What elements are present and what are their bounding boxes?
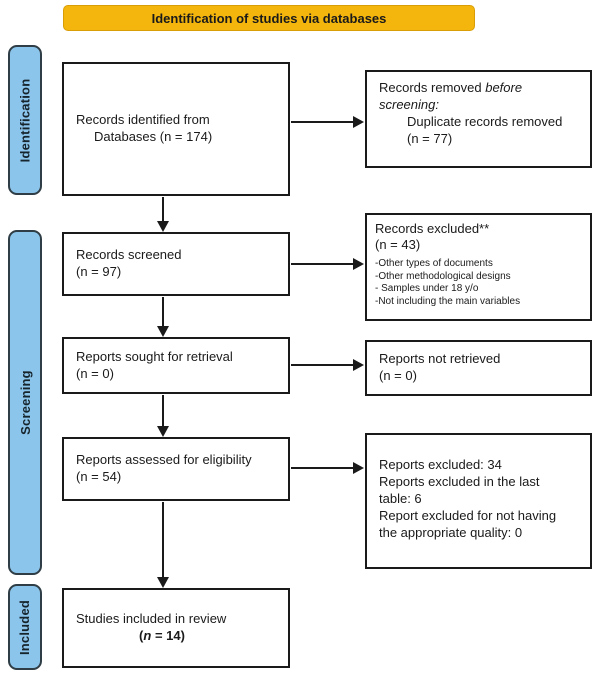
records-screened-line1: Records screened [76, 247, 182, 263]
box-studies-included: Studies included in review (n = 14) [62, 588, 290, 668]
reports-not-retrieved-line2: (n = 0) [379, 368, 417, 383]
arrowhead-sought-to-not-retrieved [353, 359, 364, 371]
records-removed-line3: (n = 77) [407, 130, 453, 146]
arrow-assessed-to-excluded-detail [291, 467, 354, 469]
records-removed-line2: Duplicate records removed [407, 113, 563, 129]
box-records-excluded: Records excluded** (n = 43) -Other types… [365, 213, 592, 321]
reports-excluded-detail-line: table: 6 [379, 490, 422, 506]
records-excluded-reason: -Not including the main variables [375, 295, 521, 307]
box-records-identified: Records identified from Databases (n = 1… [62, 62, 290, 196]
box-reports-assessed: Reports assessed for eligibility (n = 54… [62, 437, 290, 501]
records-excluded-reason: -Other types of documents [375, 258, 493, 270]
records-excluded-line2: (n = 43) [375, 236, 421, 252]
records-removed-italic: before screening: [379, 80, 523, 112]
records-excluded-reason: -Other methodological designs [375, 270, 511, 282]
box-reports-excluded-detail: Reports excluded: 34 Reports excluded in… [365, 433, 592, 569]
arrow-identified-to-removed [291, 121, 354, 123]
reports-sought-line1: Reports sought for retrieval [76, 348, 233, 364]
reports-assessed-line1: Reports assessed for eligibility [76, 452, 252, 468]
reports-excluded-detail-line: Reports excluded: 34 [379, 457, 502, 472]
arrowhead-assessed-to-excluded-detail [353, 462, 364, 474]
studies-included-line1: Studies included in review [76, 611, 227, 627]
arrowhead-screened-to-excluded [353, 258, 364, 270]
phase-screening: Screening [8, 230, 42, 575]
reports-excluded-detail-line: Report excluded for not having [379, 507, 557, 523]
records-removed-line1: Records removed before screening: [379, 80, 523, 112]
phase-identification: Identification [8, 45, 42, 195]
phase-screening-label: Screening [17, 370, 33, 435]
arrow-sought-to-assessed [162, 395, 164, 428]
phase-included-label: Included [17, 599, 33, 655]
records-screened-line2: (n = 97) [76, 264, 122, 279]
records-excluded-reason: - Samples under 18 y/o [375, 283, 479, 295]
records-identified-line2: Databases (n = 174) [94, 129, 213, 144]
arrowhead-identified-to-screened [157, 221, 169, 232]
phase-identification-label: Identification [17, 78, 33, 162]
arrowhead-assessed-to-included [157, 577, 169, 588]
arrow-screened-to-sought [162, 297, 164, 328]
arrowhead-identified-to-removed [353, 116, 364, 128]
arrow-identified-to-screened [162, 197, 164, 223]
arrowhead-screened-to-sought [157, 326, 169, 337]
box-records-screened: Records screened (n = 97) [62, 232, 290, 296]
reports-excluded-detail-line: Reports excluded in the last [379, 473, 540, 489]
box-records-removed: Records removed before screening: Duplic… [365, 70, 592, 168]
arrow-assessed-to-included [162, 502, 164, 579]
banner-label: Identification of studies via databases [151, 10, 387, 26]
phase-included: Included [8, 584, 42, 670]
records-excluded-line1: Records excluded** [375, 221, 490, 236]
arrow-sought-to-not-retrieved [291, 364, 354, 366]
box-reports-sought: Reports sought for retrieval (n = 0) [62, 337, 290, 394]
box-reports-not-retrieved: Reports not retrieved (n = 0) [365, 340, 592, 396]
reports-sought-line2: (n = 0) [76, 365, 114, 381]
arrowhead-sought-to-assessed [157, 426, 169, 437]
banner-identification-via-databases: Identification of studies via databases [63, 5, 475, 31]
studies-included-n: n [143, 628, 152, 643]
arrow-screened-to-excluded [291, 263, 354, 265]
reports-not-retrieved-line1: Reports not retrieved [379, 351, 501, 367]
reports-excluded-detail-line: the appropriate quality: 0 [379, 524, 523, 540]
studies-included-count: (n = 14) [139, 628, 185, 643]
records-identified-line1: Records identified from [76, 112, 210, 128]
reports-assessed-line2: (n = 54) [76, 469, 122, 484]
